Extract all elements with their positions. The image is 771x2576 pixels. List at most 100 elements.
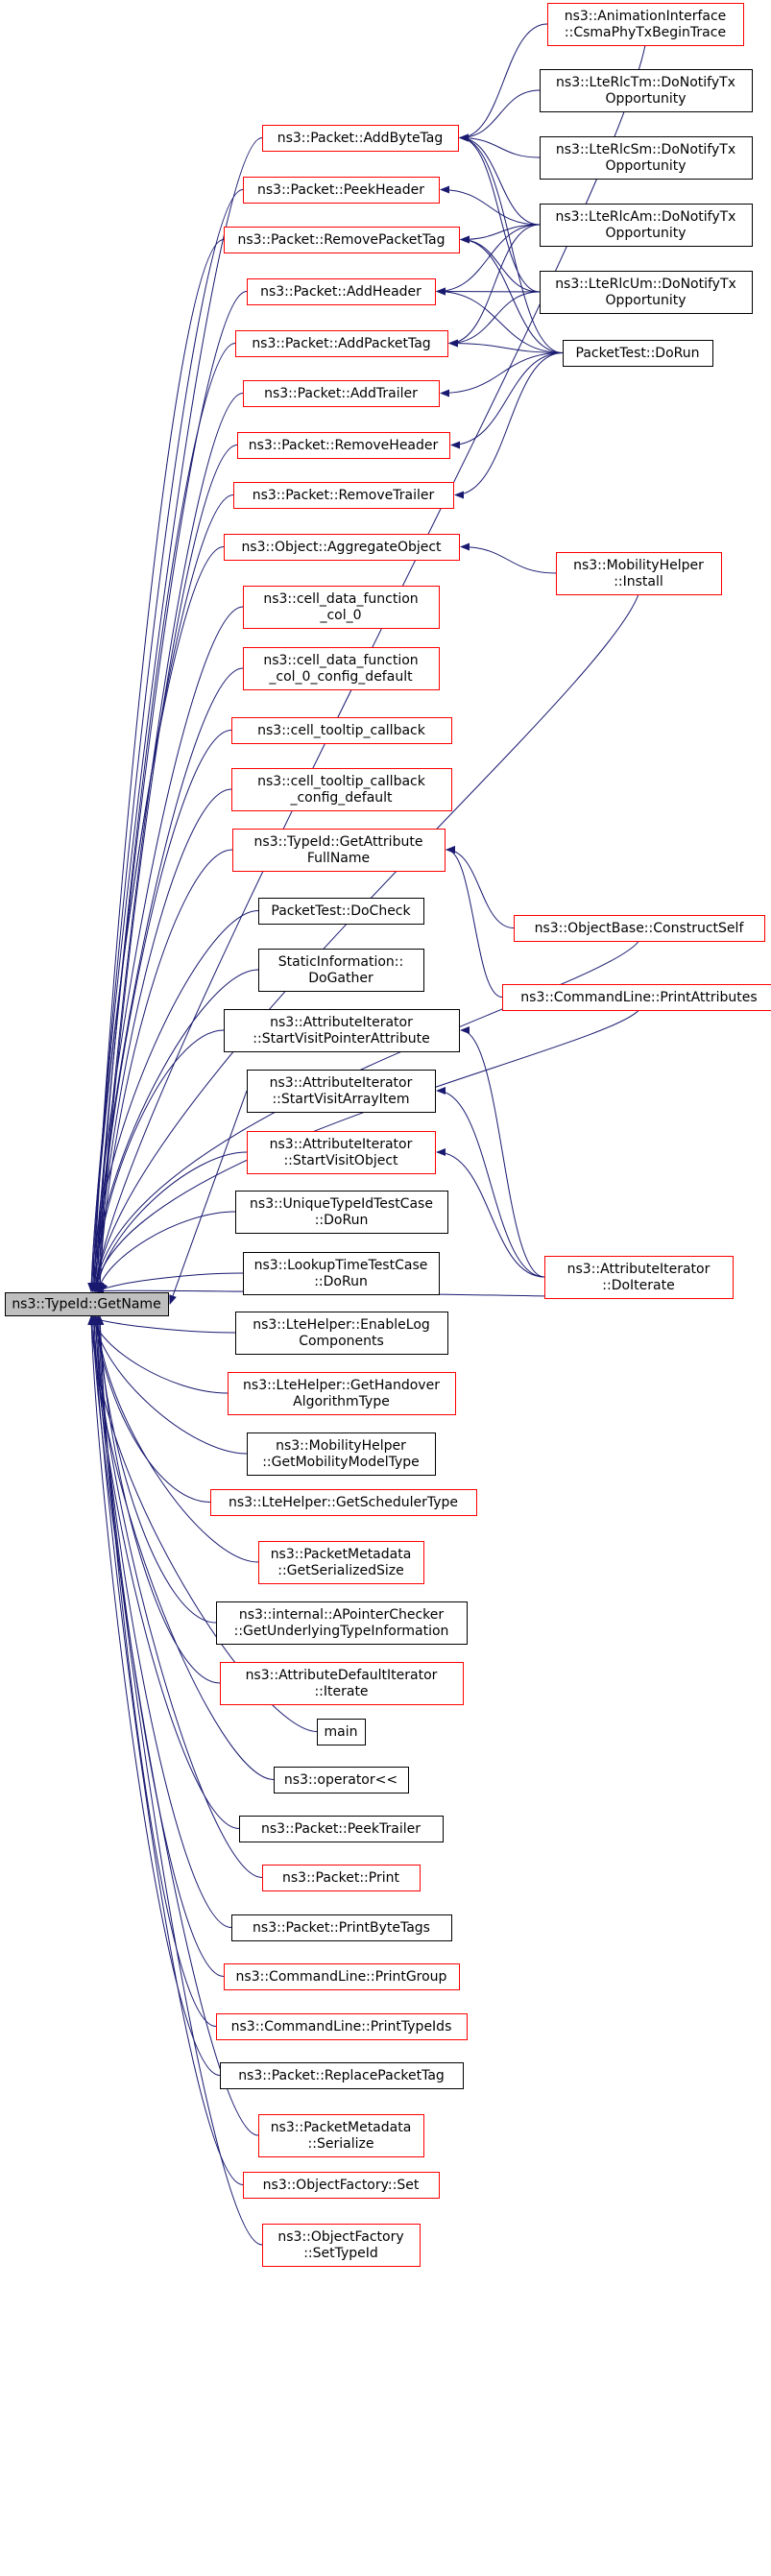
node-constructself[interactable]: ns3::ObjectBase::ConstructSelf <box>514 915 765 942</box>
edge-packettestdorun-to-removetrailer <box>454 352 564 499</box>
node-aggregateobject[interactable]: ns3::Object::AggregateObject <box>224 534 460 561</box>
node-label: ns3::cell_tooltip_callback <box>257 774 426 789</box>
node-startvisitarr[interactable]: ns3::AttributeIterator::StartVisitArrayI… <box>247 1070 436 1113</box>
node-addbytetag[interactable]: ns3::Packet::AddByteTag <box>262 125 459 152</box>
node-getscheduler[interactable]: ns3::LteHelper::GetSchedulerType <box>210 1489 477 1516</box>
node-label: ::GetMobilityModelType <box>262 1455 420 1470</box>
node-printbytetags[interactable]: ns3::Packet::PrintByteTags <box>231 1914 452 1941</box>
node-label: PacketTest::DoRun <box>576 346 700 361</box>
node-label: ::Serialize <box>308 2136 374 2152</box>
node-box <box>317 1719 366 1745</box>
node-uniquetypeid[interactable]: ns3::UniqueTypeIdTestCase::DoRun <box>235 1191 448 1234</box>
edge-getmobility-to-root <box>90 1315 248 1455</box>
edge-rlcam-to-peekheader <box>440 185 541 226</box>
node-label: ns3::Packet::AddHeader <box>260 284 422 300</box>
node-csmaphy[interactable]: ns3::AnimationInterface::CsmaPhyTxBeginT… <box>547 3 744 46</box>
node-addheader[interactable]: ns3::Packet::AddHeader <box>247 278 436 305</box>
node-startvisitptr[interactable]: ns3::AttributeIterator::StartVisitPointe… <box>224 1009 460 1052</box>
node-label: ns3::AttributeIterator <box>270 1015 413 1030</box>
node-label: ::GetSerializedSize <box>277 1563 403 1578</box>
node-addtrailer[interactable]: ns3::Packet::AddTrailer <box>243 380 440 407</box>
node-removeheader[interactable]: ns3::Packet::RemoveHeader <box>237 432 450 459</box>
edge-rlcsm-to-addbytetag <box>459 133 541 158</box>
node-mobinstall[interactable]: ns3::MobilityHelper::Install <box>556 552 722 595</box>
edge-rlctm-to-addbytetag <box>459 89 541 142</box>
node-label: ns3::Packet::PrintByteTags <box>253 1920 430 1936</box>
node-box <box>262 125 459 152</box>
edge-rlcam-to-addheader <box>436 224 541 296</box>
node-label: ns3::Packet::AddTrailer <box>264 386 418 401</box>
node-metaserialize[interactable]: ns3::PacketMetadata::Serialize <box>258 2114 424 2157</box>
node-celldata0cfg[interactable]: ns3::cell_data_function_col_0_config_def… <box>243 647 440 690</box>
node-box <box>247 1070 436 1113</box>
node-label: ns3::LteRlcSm::DoNotifyTx <box>556 142 735 157</box>
node-box <box>5 1292 169 1316</box>
edge-getscheduler-to-root <box>92 1315 211 1503</box>
node-label: ns3::AttributeIterator <box>270 1075 413 1091</box>
node-label: Components <box>299 1334 384 1349</box>
node-printtypeids[interactable]: ns3::CommandLine::PrintTypeIds <box>216 2013 468 2040</box>
node-label: ns3::Packet::Print <box>282 1870 399 1886</box>
edge-apointer-to-root <box>94 1315 217 1624</box>
edge-attrdefaultiter-to-root <box>96 1315 221 1684</box>
node-settypeid[interactable]: ns3::ObjectFactory::SetTypeId <box>262 2224 421 2267</box>
node-celltooltipcfg[interactable]: ns3::cell_tooltip_callback_config_defaul… <box>231 768 452 811</box>
edge-settypeid-to-root <box>91 1315 263 2246</box>
node-peekheader[interactable]: ns3::Packet::PeekHeader <box>243 177 440 204</box>
node-lookuptime[interactable]: ns3::LookupTimeTestCase::DoRun <box>243 1252 440 1295</box>
node-box <box>210 1489 477 1516</box>
node-box <box>216 2013 468 2040</box>
node-printattributes[interactable]: ns3::CommandLine::PrintAttributes <box>502 984 771 1011</box>
node-printgroup[interactable]: ns3::CommandLine::PrintGroup <box>224 1963 460 1990</box>
node-removetrailer[interactable]: ns3::Packet::RemoveTrailer <box>233 482 454 509</box>
node-box <box>563 340 713 367</box>
edge-removetrailer-to-root <box>87 494 234 1292</box>
node-label: ::Iterate <box>314 1684 368 1699</box>
node-label: DoGather <box>308 971 373 986</box>
node-label: ::SetTypeId <box>303 2246 378 2261</box>
node-startvisitobj[interactable]: ns3::AttributeIterator::StartVisitObject <box>247 1131 436 1174</box>
node-peektrailer[interactable]: ns3::Packet::PeekTrailer <box>239 1816 444 1842</box>
node-removepackettag[interactable]: ns3::Packet::RemovePacketTag <box>224 227 460 253</box>
node-celldata0[interactable]: ns3::cell_data_function_col_0 <box>243 586 440 629</box>
node-box <box>262 2224 421 2267</box>
node-docheck[interactable]: PacketTest::DoCheck <box>258 898 424 925</box>
node-dogather[interactable]: StaticInformation::DoGather <box>258 949 424 992</box>
node-label: ns3::internal::APointerChecker <box>239 1607 445 1623</box>
node-box <box>235 1312 448 1355</box>
edges-layer <box>87 23 646 2246</box>
node-getserialized[interactable]: ns3::PacketMetadata::GetSerializedSize <box>258 1541 424 1584</box>
node-label: ns3::cell_tooltip_callback <box>257 723 426 738</box>
node-replacepackettag[interactable]: ns3::Packet::ReplacePacketTag <box>220 2062 464 2089</box>
node-label: ns3::CommandLine::PrintAttributes <box>520 990 757 1005</box>
node-box <box>228 1372 456 1415</box>
edge-factoryset-to-root <box>90 1315 244 2185</box>
node-root: ns3::TypeId::GetName <box>5 1292 169 1316</box>
node-getmobility[interactable]: ns3::MobilityHelper::GetMobilityModelTyp… <box>247 1432 436 1476</box>
node-print[interactable]: ns3::Packet::Print <box>262 1865 421 1891</box>
node-label: FullName <box>307 851 370 866</box>
node-apointer[interactable]: ns3::internal::APointerChecker::GetUnder… <box>216 1601 468 1645</box>
node-addpackettag[interactable]: ns3::Packet::AddPacketTag <box>235 330 448 357</box>
node-attrdefaultiter[interactable]: ns3::AttributeDefaultIterator::Iterate <box>220 1662 464 1705</box>
node-operator[interactable]: ns3::operator<< <box>274 1767 409 1794</box>
node-box <box>216 1601 468 1645</box>
node-label: ns3::TypeId::GetAttribute <box>254 834 423 850</box>
node-doiterate[interactable]: ns3::AttributeIterator::DoIterate <box>544 1256 734 1299</box>
node-label: ::StartVisitPointerAttribute <box>253 1031 429 1047</box>
node-factoryset[interactable]: ns3::ObjectFactory::Set <box>243 2172 440 2199</box>
edge-celldata0-to-root <box>90 606 244 1292</box>
node-label: _col_0_config_default <box>268 669 413 685</box>
node-packettestdorun[interactable]: PacketTest::DoRun <box>563 340 713 367</box>
edge-removepackettag-to-root <box>90 239 225 1292</box>
node-celltooltip[interactable]: ns3::cell_tooltip_callback <box>231 717 452 744</box>
node-main[interactable]: main <box>317 1719 366 1745</box>
